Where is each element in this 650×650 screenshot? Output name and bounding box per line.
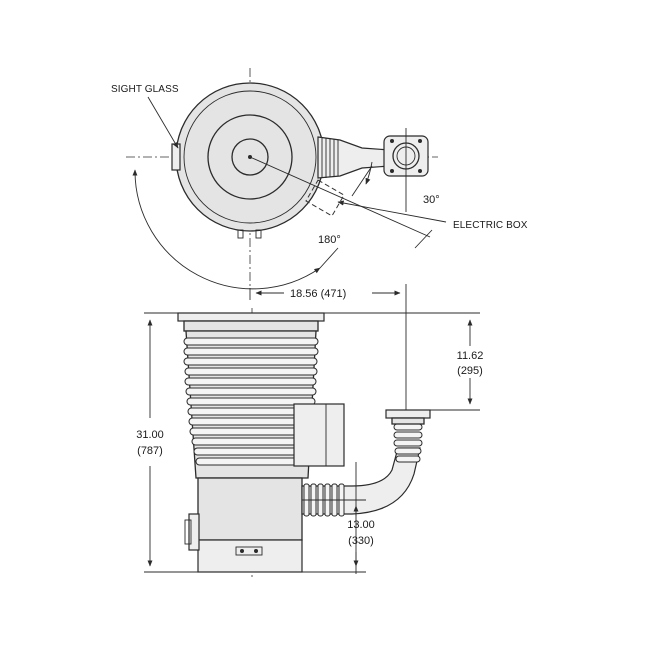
- elbow-bellows-vertical: [393, 423, 423, 463]
- sight-glass-label: SIGHT GLASS: [111, 84, 179, 95]
- foreline-height-dimension: [302, 499, 366, 573]
- height-dimension-in: 31.00: [136, 429, 164, 441]
- arc-30: [365, 161, 373, 185]
- foreline-arm: [317, 136, 391, 179]
- boiler-section: [197, 477, 303, 541]
- width-dimension: [249, 284, 407, 412]
- sight-glass-leader: [147, 96, 179, 149]
- sight-glass-side: [188, 513, 200, 551]
- flange-bolt: [390, 139, 394, 143]
- foreline-height-in: 13.00: [347, 519, 375, 531]
- electric-box-side: [293, 403, 345, 467]
- base-section: [197, 539, 303, 573]
- inlet-collar: [183, 320, 319, 332]
- arc-180-end: [319, 247, 339, 269]
- height-dimension: [144, 312, 198, 573]
- angle-180-label: 180°: [318, 234, 341, 246]
- width-dimension-label: 18.56 (471): [290, 288, 346, 300]
- side-view: [177, 308, 431, 580]
- base-bracket: [235, 546, 263, 556]
- foreline-height-mm: (330): [348, 535, 374, 547]
- flange-bolt: [418, 139, 422, 143]
- flange-height-dimension: [324, 312, 480, 411]
- sight-glass-port: [171, 143, 181, 171]
- flange-height-in: 11.62: [457, 350, 484, 362]
- flange-height-mm: (295): [457, 365, 483, 377]
- foreline-bellows: [321, 138, 339, 178]
- electric-box-tick: [414, 229, 433, 249]
- electric-box-leader: [337, 200, 447, 223]
- flange-bolt: [418, 169, 422, 173]
- angle-30-label: 30°: [423, 194, 440, 206]
- top-view: [126, 68, 447, 290]
- electric-box-label: ELECTRIC BOX: [453, 220, 528, 231]
- cooling-coils: [183, 337, 319, 466]
- arc-180: [132, 169, 321, 290]
- inlet-flange: [177, 312, 325, 322]
- flange-bolt: [390, 169, 394, 173]
- arc-30-tick: [351, 165, 373, 197]
- height-dimension-mm: (787): [137, 445, 163, 457]
- foreline-top-flange: [385, 409, 431, 419]
